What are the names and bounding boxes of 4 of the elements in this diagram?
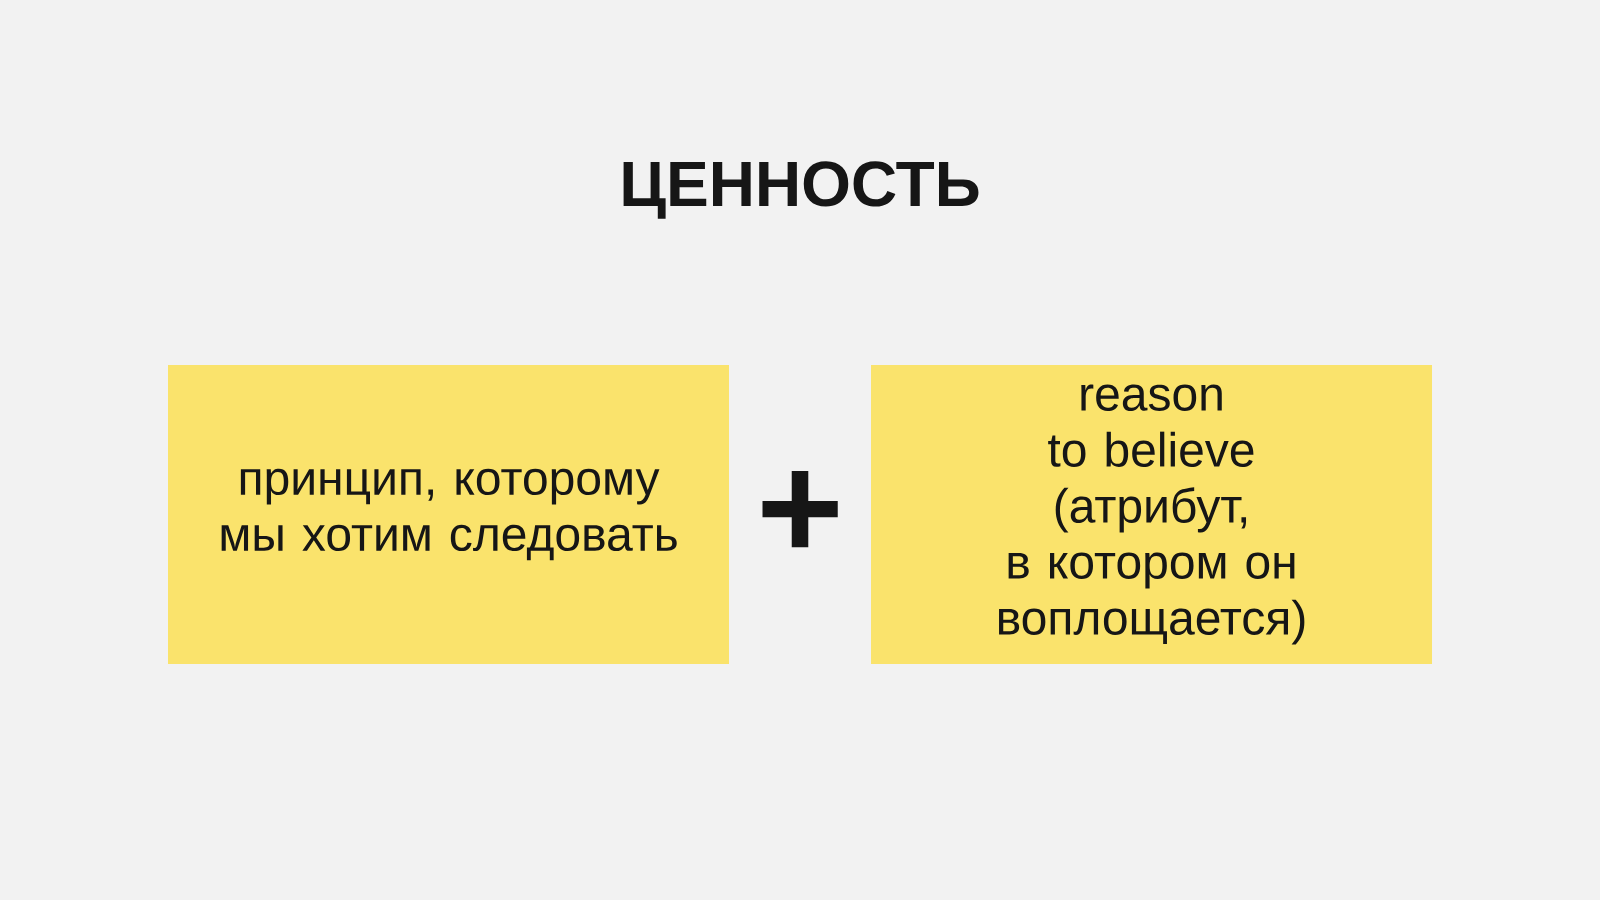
slide-title: ЦЕННОСТЬ	[623, 161, 979, 219]
plus-sign: +	[762, 471, 838, 548]
text-box: принцип, которому мы хотим следовать	[168, 365, 729, 664]
text-box: reason to believe (атрибут, в котором он воплощается)	[871, 365, 1432, 664]
